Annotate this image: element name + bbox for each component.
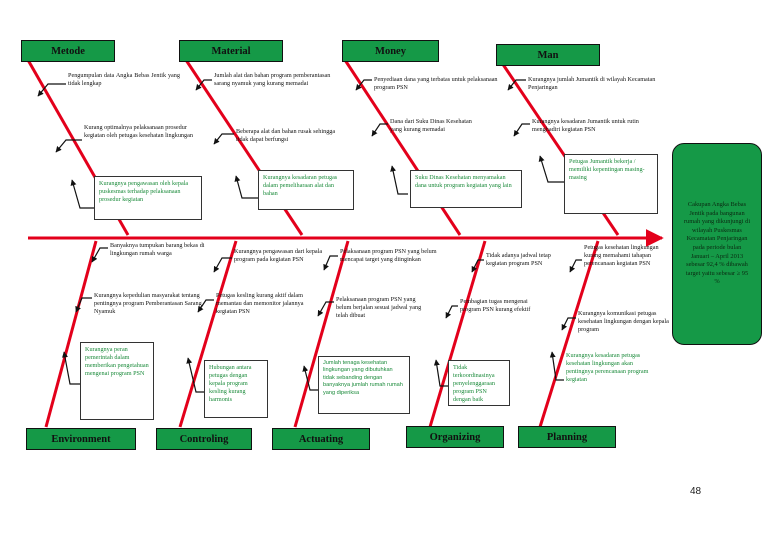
effect-text: Cakupan Angka Bebas Jentik pada bangunan… xyxy=(683,201,751,286)
category-metode: Metode xyxy=(21,40,115,62)
cause-planning-2: Kurangnya komunikasi petugas kesehatan l… xyxy=(578,310,669,333)
cause-material-1: Jumlah alat dan bahan program pemberanta… xyxy=(214,72,331,87)
cause-box-organizing: Tidak terkoordinasinya penyelenggaraan p… xyxy=(448,360,510,406)
category-environment: Environment xyxy=(26,428,136,450)
cause-box-money: Suku Dinas Kesehatan menyamakan dana unt… xyxy=(410,170,522,208)
cause-man-2: Kurangnya kesadaran Jumantik untuk rutin… xyxy=(532,118,639,133)
cause-box-actuating: Jumlah tenaga kesehatan lingkungan yang … xyxy=(318,356,410,414)
cause-controling-1: Kurangnya pengawasan dari kepala program… xyxy=(234,248,323,263)
cause-actuating-1: Pelaksanaan program PSN yang belum menca… xyxy=(340,248,437,263)
cause-box-planning: Kurangnya kesadaran petugas kesehatan li… xyxy=(566,350,658,412)
bone-actuating xyxy=(293,240,350,428)
category-money: Money xyxy=(342,40,439,62)
cause-environment-1: Banyaknya tumpukan barang bekas di lingk… xyxy=(110,242,205,257)
category-controling: Controling xyxy=(156,428,252,450)
page-number: 48 xyxy=(690,486,702,497)
cause-box-controling: Hubungan antara petugas dengan kepala pr… xyxy=(204,360,268,418)
cause-organizing-2: Pembagian tugas mengenai program PSN kur… xyxy=(460,298,531,313)
cause-box-material: Kurangnya kesadaran petugas dalam pemeli… xyxy=(258,170,354,210)
category-planning: Planning xyxy=(518,426,616,448)
cause-money-2: Dana dari Suku Dinas Kesehatan yang kura… xyxy=(390,118,472,133)
cause-controling-2: Petugas kesling kurang aktif dalam meman… xyxy=(216,292,304,315)
cause-metode-2: Kurang optimalnya pelaksanaan prosedur k… xyxy=(84,124,193,139)
category-actuating: Actuating xyxy=(272,428,370,450)
cause-money-1: Penyediaan dana yang terbatas untuk pela… xyxy=(374,76,498,91)
category-material: Material xyxy=(179,40,283,62)
cause-material-2: Beberapa alat dan bahan rusak sehingga t… xyxy=(236,128,336,143)
bone-planning xyxy=(538,240,600,428)
cause-man-1: Kurangnya jumlah Jumantik di wilayah Kec… xyxy=(528,76,656,91)
cause-planning-1: Petugas kesehatan lingkungan kurang mema… xyxy=(584,244,659,267)
cause-metode-1: Pengumpulan data Angka Bebas Jentik yang… xyxy=(68,72,180,87)
cause-box-environment: Kurangnya peran pemerintah dalam memberi… xyxy=(80,342,154,420)
cause-box-man: Petugas Jumantik bekerja / memiliki kepe… xyxy=(564,154,658,214)
category-man: Man xyxy=(496,44,600,66)
cause-actuating-2: Pelaksanaan program PSN yang belum berja… xyxy=(336,296,422,319)
category-organizing: Organizing xyxy=(406,426,504,448)
effect-box: Cakupan Angka Bebas Jentik pada bangunan… xyxy=(672,143,762,345)
bone-controling xyxy=(178,240,238,428)
cause-environment-2: Kurangnya kepedulian masyarakat tentang … xyxy=(94,292,202,315)
cause-organizing-1: Tidak adanya jadwal tetap kegiatan progr… xyxy=(486,252,551,267)
cause-box-metode: Kurangnya pengawasan oleh kepala puskesm… xyxy=(94,176,202,220)
bone-environment xyxy=(44,240,98,428)
